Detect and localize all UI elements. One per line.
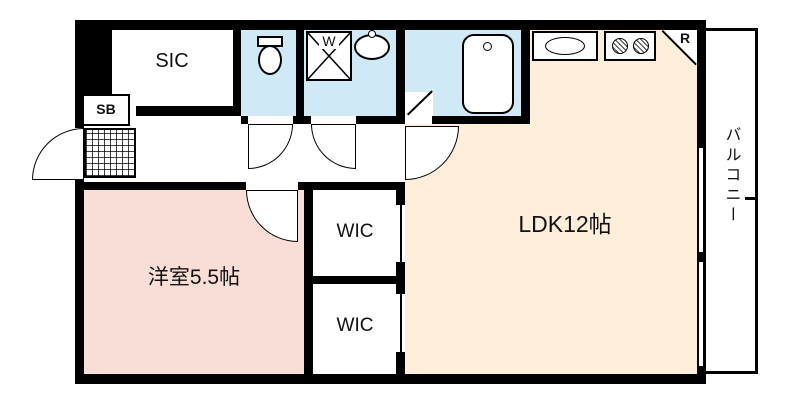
window [697, 262, 706, 366]
stove-burner [633, 38, 649, 54]
wall [296, 29, 304, 116]
entrance-door-swing-arc [32, 128, 84, 180]
wall [396, 262, 405, 294]
stove-burner [612, 38, 628, 54]
balcony-divider-tick [745, 197, 756, 200]
wall [304, 182, 313, 374]
wall [396, 29, 405, 124]
washer-label: W [319, 33, 339, 49]
kitchen-sink-bowl [545, 37, 585, 55]
balcony-label: バルコニー [722, 126, 740, 226]
washroom-door-swing-arc [311, 124, 356, 169]
sliding-door [400, 205, 402, 262]
sb-label: SB [96, 101, 116, 118]
wall [521, 29, 530, 124]
wic-lower-label: WIC [336, 315, 374, 336]
room-ldk [405, 124, 697, 374]
refrigerator-label: R [680, 30, 691, 46]
stove-icon [604, 31, 656, 61]
wall [313, 276, 396, 284]
wall [84, 29, 112, 95]
wall [75, 20, 706, 30]
toilet-bowl [258, 45, 282, 75]
kitchen-sink-icon [532, 31, 598, 61]
window [697, 148, 706, 252]
window-pane [702, 262, 704, 366]
entrance-hatch [84, 128, 136, 178]
wall [356, 116, 405, 124]
wall [84, 182, 246, 190]
wall [293, 116, 311, 124]
bathtub-drain [483, 42, 492, 51]
sic-label: SIC [155, 50, 189, 72]
wic-upper-label: WIC [336, 221, 374, 242]
wall [396, 352, 405, 374]
washbasin-faucet [368, 30, 376, 38]
wall [396, 190, 405, 205]
wall [241, 116, 248, 124]
washer-label-wrap: W [306, 33, 352, 49]
wall [75, 20, 84, 128]
wall [233, 29, 241, 116]
wall [136, 106, 241, 116]
ldk-label: LDK12帖 [518, 211, 612, 237]
sliding-door [400, 294, 402, 352]
bathtub-icon [462, 34, 514, 114]
toilet-door-swing-arc [248, 124, 293, 169]
wall [75, 180, 84, 384]
wall [432, 116, 521, 124]
balcony: バルコニー [706, 28, 758, 374]
wall [298, 182, 405, 190]
window-pane [702, 148, 704, 252]
wall [75, 374, 706, 384]
shoe-box: SB [82, 94, 130, 126]
bedroom-label: 洋室5.5帖 [147, 266, 241, 289]
